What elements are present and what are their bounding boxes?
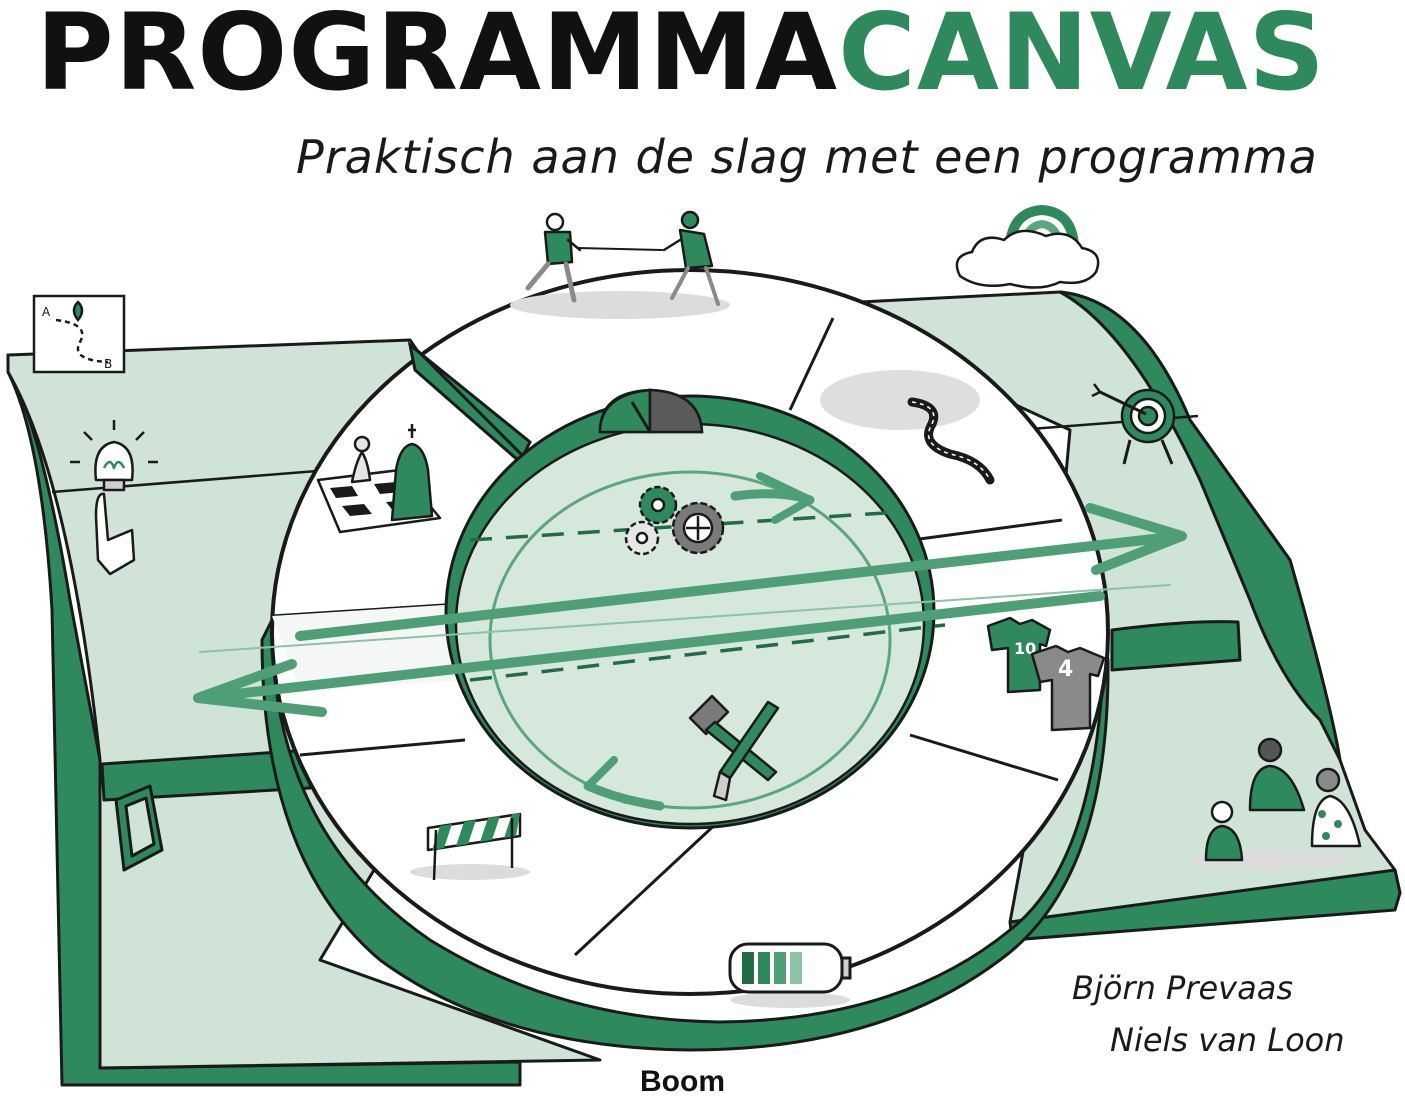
speedometer-icon <box>598 388 704 434</box>
transition-arrows <box>193 503 1187 717</box>
target-arrow-icon <box>1091 383 1176 465</box>
cover-subtitle: Praktisch aan de slag met een programma <box>296 130 1318 184</box>
cover-title: PROGRAMMACANVAS <box>36 0 1326 112</box>
map-label-a: A <box>42 305 51 319</box>
inner-circle <box>444 394 946 830</box>
battery-icon <box>728 942 852 1008</box>
title-part-programma: PROGRAMMA <box>36 0 839 114</box>
jersey-number-10: 10 <box>1014 639 1036 658</box>
cloud-rainbow-icon <box>955 204 1100 289</box>
winding-road-icon <box>820 370 995 485</box>
publisher-name: Boom <box>640 1065 725 1098</box>
picture-frame-icon <box>114 784 164 872</box>
chess-icon <box>316 424 442 534</box>
author-2: Niels van Loon <box>1110 1021 1345 1059</box>
tug-of-war-icon <box>510 210 730 319</box>
lightbulb-hand-icon <box>70 420 158 576</box>
route-map-icon: A B <box>32 294 126 374</box>
jerseys-icon: 10 4 <box>986 616 1106 732</box>
gears-icon <box>624 485 725 556</box>
title-part-canvas: CANVAS <box>838 0 1326 114</box>
map-label-b: B <box>104 357 112 371</box>
barrier-icon <box>410 812 530 881</box>
jersey-number-4: 4 <box>1058 657 1073 682</box>
author-1: Björn Prevaas <box>1072 969 1293 1007</box>
stakeholders-icon <box>1190 737 1362 870</box>
hammer-chisel-icon <box>688 694 780 802</box>
